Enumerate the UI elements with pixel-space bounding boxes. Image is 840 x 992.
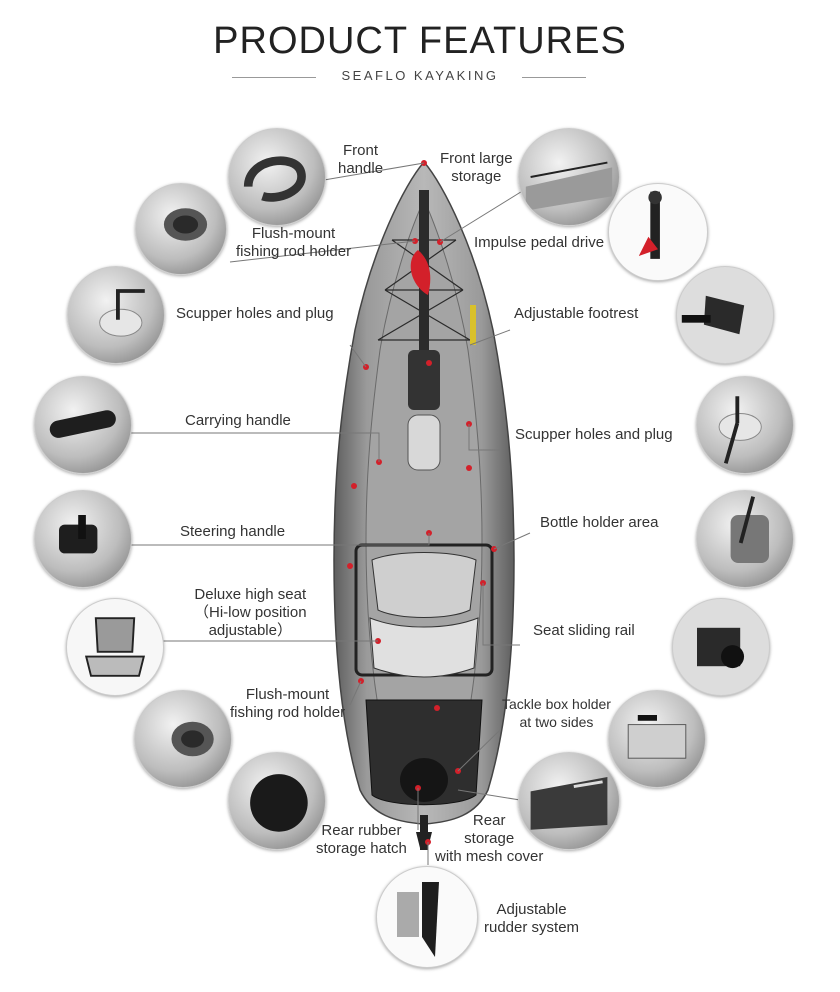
front-storage-photo — [518, 128, 620, 226]
drive-well — [407, 414, 441, 471]
subtitle-rule-left — [232, 77, 316, 78]
label-footrest: Adjustable footrest — [514, 305, 639, 322]
pedal-drive-photo — [608, 183, 708, 281]
label-steering-handle: Steering handle — [180, 523, 286, 540]
flush-mount-bottom-photo — [134, 690, 232, 788]
footrest-photo — [676, 266, 774, 364]
carrying-handle-photo — [34, 376, 132, 474]
pedal-drive-fin — [410, 250, 431, 295]
seat-cushion — [369, 617, 479, 678]
front-handle-photo — [228, 128, 326, 226]
rear-hatch-photo — [228, 752, 326, 850]
seat-back — [371, 552, 477, 618]
tackle-box-photo — [608, 690, 706, 788]
label-carrying-handle: Carrying handle — [185, 412, 291, 429]
subtitle-rule-right — [522, 77, 586, 78]
rear-tank-well — [365, 699, 483, 806]
pedal-drive-mast — [419, 190, 429, 410]
deluxe-seat-photo — [66, 598, 164, 696]
scupper-plug-right-photo — [696, 376, 794, 474]
label-scupper-right: Scupper holes and plug — [515, 426, 673, 443]
rudder-photo — [376, 866, 478, 968]
leader-lines — [120, 162, 531, 865]
steering-handle-photo — [34, 490, 132, 588]
rear-hatch-cover — [400, 758, 448, 802]
scupper-plug-left-photo — [67, 266, 165, 364]
flush-mount-top-photo — [135, 183, 227, 275]
bottle-holder-photo — [696, 490, 794, 588]
label-bottle-holder: Bottle holder area — [540, 514, 659, 531]
yellow-accent — [470, 305, 476, 345]
label-seat-rail: Seat sliding rail — [533, 622, 635, 639]
page-title: PRODUCT FEATURES — [213, 20, 627, 62]
rear-storage-photo — [518, 752, 620, 850]
page-subtitle: SEAFLO KAYAKING — [341, 68, 499, 83]
label-pedal-drive: Impulse pedal drive — [474, 234, 605, 251]
pedal-drive-unit — [408, 350, 440, 410]
seat-rail-photo — [672, 598, 770, 696]
label-scupper-left: Scupper holes and plug — [176, 305, 334, 322]
